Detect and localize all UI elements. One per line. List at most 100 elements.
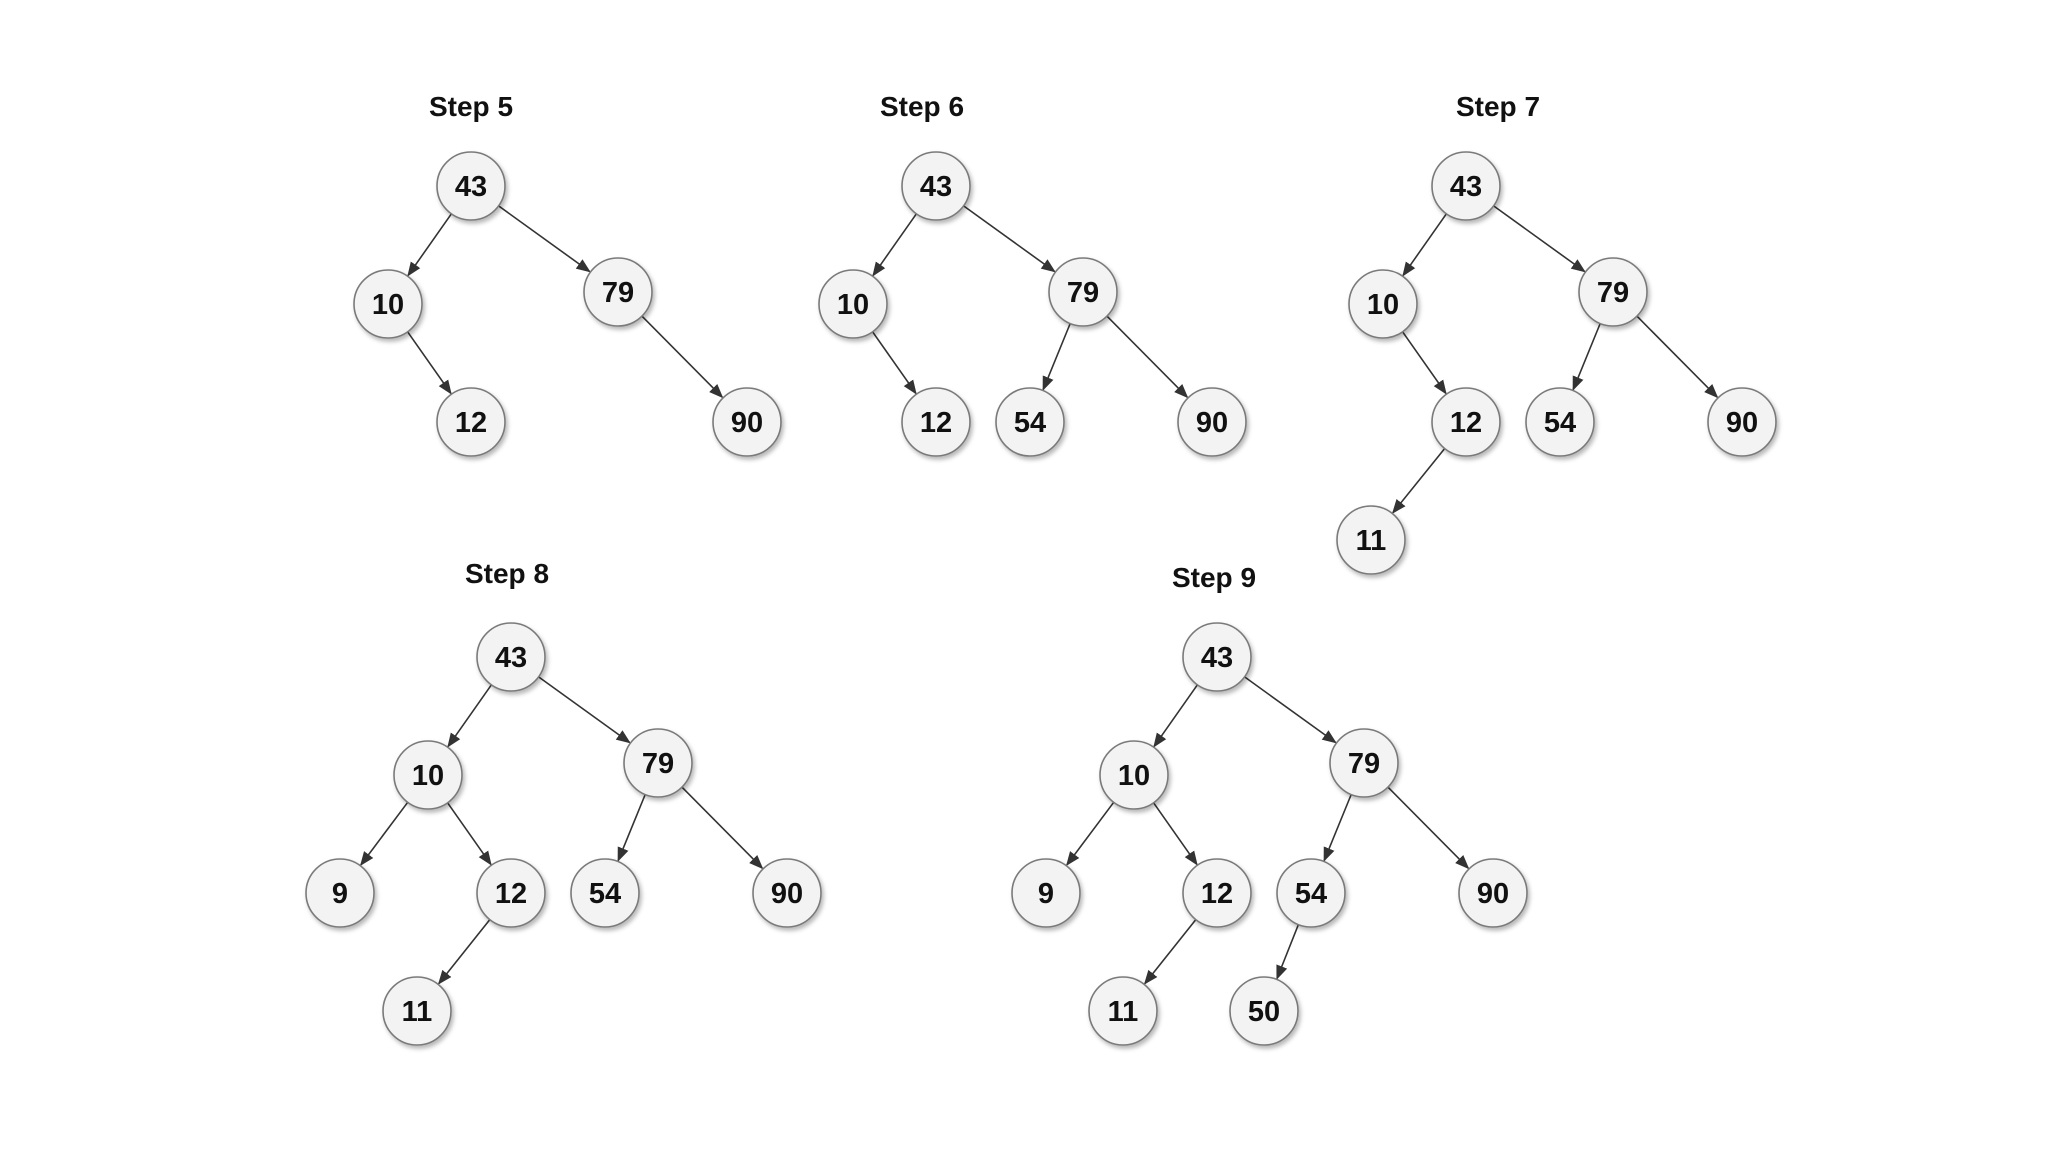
node-circle	[1011, 858, 1081, 928]
step8-title: Step 8	[465, 558, 549, 589]
step7-title: Step 7	[1456, 91, 1540, 122]
step8-node-9: 9	[305, 858, 375, 928]
step8-edge-79-54	[617, 794, 646, 862]
node-value: 43	[1201, 642, 1233, 674]
node-value: 10	[412, 760, 444, 792]
node-value: 11	[402, 996, 433, 1028]
step5-node-43: 43	[436, 151, 506, 221]
step5-title: Step 5	[429, 91, 513, 122]
step6-node-79: 79	[1048, 257, 1118, 327]
step6-node-43: 43	[901, 151, 971, 221]
step9-edge-54-50	[1276, 924, 1300, 980]
node-circle	[1276, 858, 1346, 928]
step8-edge-79-90	[681, 786, 764, 870]
step5-node-10: 10	[353, 269, 423, 339]
step7-edge-10-12	[1401, 331, 1447, 395]
node-circle	[1431, 151, 1501, 221]
node-circle	[752, 858, 822, 928]
step7-edge-12-11	[1391, 447, 1446, 514]
node-value: 54	[1014, 407, 1046, 439]
step9-edge-12-11	[1143, 919, 1197, 985]
node-value: 43	[920, 171, 952, 203]
step6-node-90: 90	[1177, 387, 1247, 457]
node-circle	[570, 858, 640, 928]
step7-node-11: 11	[1336, 505, 1406, 575]
node-circle	[901, 151, 971, 221]
node-circle	[818, 269, 888, 339]
node-circle	[436, 387, 506, 457]
node-value: 79	[642, 748, 674, 780]
node-circle	[1336, 505, 1406, 575]
node-circle	[476, 858, 546, 928]
step9-edge-79-90	[1387, 786, 1470, 870]
node-value: 10	[837, 289, 869, 321]
node-value: 12	[1201, 878, 1233, 910]
step6-edge-43-10	[872, 213, 918, 277]
step9-edge-79-54	[1323, 794, 1352, 862]
node-value: 10	[1118, 760, 1150, 792]
node-circle	[436, 151, 506, 221]
node-circle	[1329, 728, 1399, 798]
step9-node-43: 43	[1182, 622, 1252, 692]
node-value: 43	[1450, 171, 1482, 203]
step5-edge-79-90	[641, 315, 724, 399]
step5-node-90: 90	[712, 387, 782, 457]
node-value: 79	[1067, 277, 1099, 309]
node-circle	[476, 622, 546, 692]
node-circle	[995, 387, 1065, 457]
node-circle	[393, 740, 463, 810]
node-value: 79	[602, 277, 634, 309]
step8-node-10: 10	[393, 740, 463, 810]
node-circle	[1182, 858, 1252, 928]
step5-node-12: 12	[436, 387, 506, 457]
step5-node-79: 79	[583, 257, 653, 327]
node-value: 90	[1726, 407, 1758, 439]
step5-tree: Step 5 43 10 79 12 90	[353, 91, 782, 457]
node-circle	[1431, 387, 1501, 457]
step8-node-12: 12	[476, 858, 546, 928]
node-value: 10	[372, 289, 404, 321]
step9-edge-43-10	[1153, 684, 1199, 748]
node-circle	[1707, 387, 1777, 457]
step7-edge-43-10	[1402, 213, 1448, 277]
step7-node-54: 54	[1525, 387, 1595, 457]
step6-node-12: 12	[901, 387, 971, 457]
step7-edge-79-90	[1636, 315, 1719, 399]
node-value: 54	[589, 878, 621, 910]
step8-edge-43-10	[447, 684, 493, 748]
node-circle	[305, 858, 375, 928]
step9-node-50: 50	[1229, 976, 1299, 1046]
step8-edge-10-12	[446, 802, 492, 866]
step5-edge-10-12	[406, 331, 452, 395]
node-value: 12	[455, 407, 487, 439]
step6-node-10: 10	[818, 269, 888, 339]
step8-node-54: 54	[570, 858, 640, 928]
step6-node-54: 54	[995, 387, 1065, 457]
step6-edge-79-54	[1042, 323, 1071, 391]
node-value: 43	[495, 642, 527, 674]
step6-edge-10-12	[871, 331, 917, 395]
step8-node-43: 43	[476, 622, 546, 692]
node-value: 50	[1248, 996, 1280, 1028]
node-value: 11	[1356, 525, 1387, 557]
step9-title: Step 9	[1172, 562, 1256, 593]
node-value: 12	[1450, 407, 1482, 439]
node-circle	[353, 269, 423, 339]
node-value: 79	[1597, 277, 1629, 309]
node-value: 79	[1348, 748, 1380, 780]
node-value: 12	[920, 407, 952, 439]
node-circle	[1088, 976, 1158, 1046]
node-value: 90	[1196, 407, 1228, 439]
step7-edge-79-54	[1572, 323, 1601, 391]
step9-node-9: 9	[1011, 858, 1081, 928]
node-circle	[712, 387, 782, 457]
node-circle	[1348, 269, 1418, 339]
step5-edge-43-79	[498, 205, 591, 273]
node-value: 54	[1544, 407, 1576, 439]
step9-node-10: 10	[1099, 740, 1169, 810]
